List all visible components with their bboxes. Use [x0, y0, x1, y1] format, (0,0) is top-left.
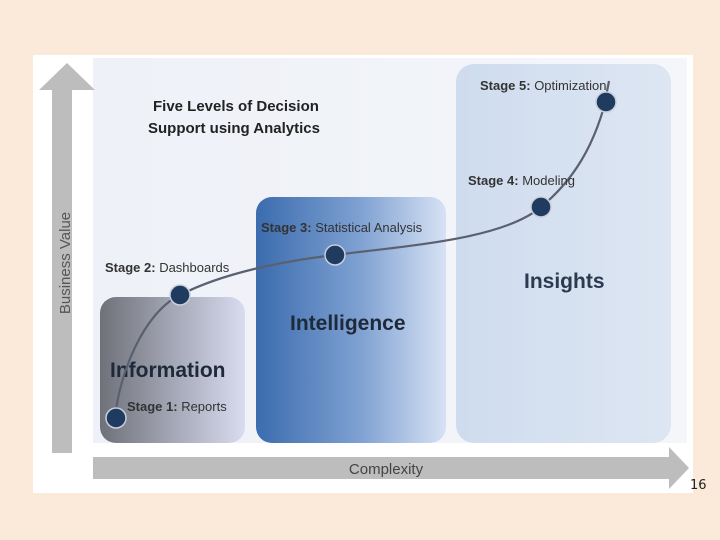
stage-2-label: Stage 2: Dashboards: [105, 260, 230, 275]
stage-2-dot: [169, 284, 191, 306]
information-label: Information: [110, 359, 226, 382]
insights-box: [456, 64, 671, 443]
stage-5-dot: [595, 91, 617, 113]
title-line-2: Support using Analytics: [148, 120, 320, 137]
y-axis-label: Business Value: [57, 212, 74, 314]
stage-1-label: Stage 1: Reports: [127, 399, 227, 414]
y-axis-arrow: [39, 63, 95, 453]
intelligence-label: Intelligence: [290, 312, 406, 335]
stage-4-dot: [530, 196, 552, 218]
diagram-canvas: Business Value Complexity Information In…: [39, 58, 689, 489]
analytics-diagram: Business Value Complexity Information In…: [33, 55, 693, 493]
stage-3-label: Stage 3: Statistical Analysis: [261, 220, 423, 235]
insights-label: Insights: [524, 270, 605, 293]
stage-3-dot: [324, 244, 346, 266]
stage-1-dot: [105, 407, 127, 429]
x-axis-arrow: [93, 447, 689, 489]
stage-4-label: Stage 4: Modeling: [468, 173, 575, 188]
page-number: 16: [690, 478, 707, 493]
information-box: [100, 297, 245, 443]
stage-5-label: Stage 5: Optimization: [480, 78, 606, 93]
x-axis-label: Complexity: [349, 461, 424, 478]
title-line-1: Five Levels of Decision: [153, 98, 319, 115]
